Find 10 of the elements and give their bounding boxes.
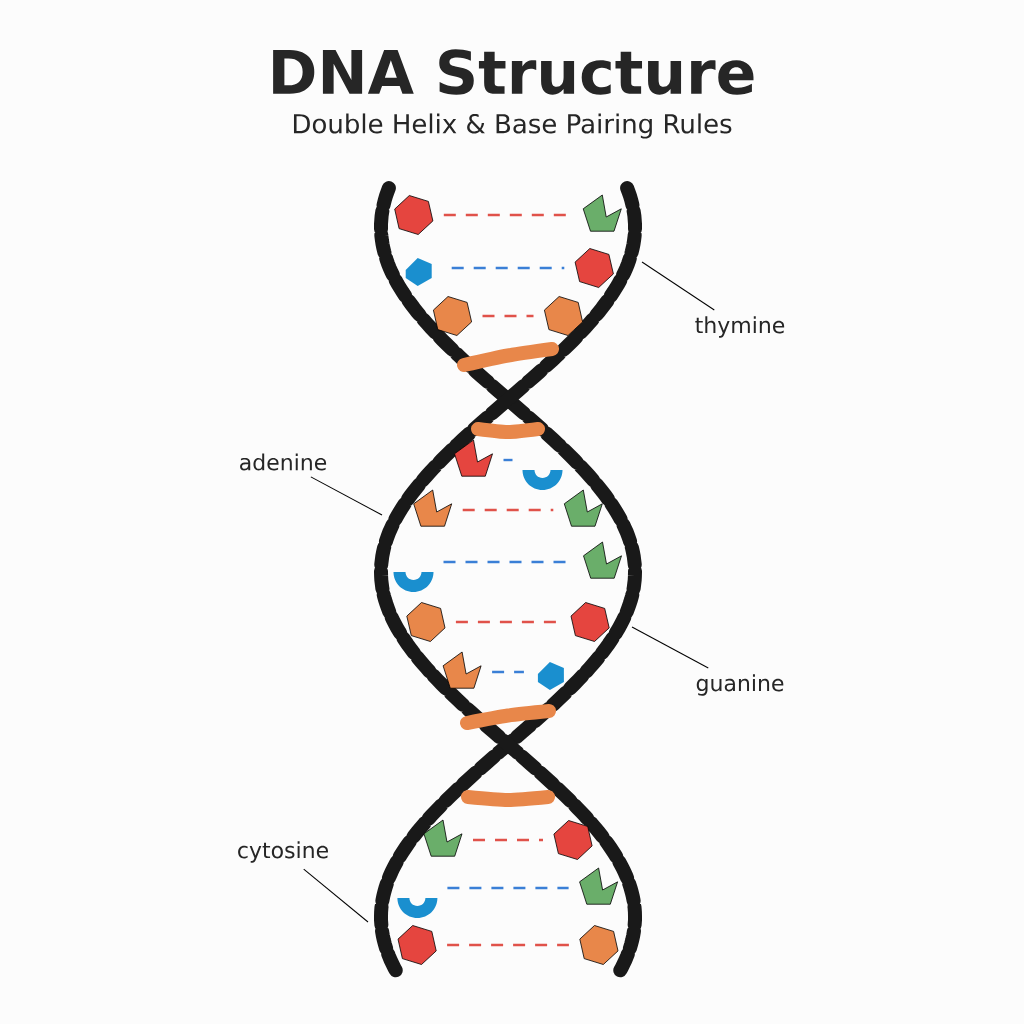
base-label: cytosine [238, 841, 328, 863]
leader-line [303, 868, 369, 923]
title: DNA Structure [273, 49, 754, 95]
base-label: thymine [695, 316, 785, 338]
base-label: adenine [240, 453, 327, 471]
base-label: guanine [696, 674, 784, 696]
leader-line [641, 261, 715, 311]
leader-line [631, 626, 709, 669]
leader-line [310, 476, 383, 516]
subtitle: Double Helix & Base Pairing Rules [294, 113, 732, 139]
